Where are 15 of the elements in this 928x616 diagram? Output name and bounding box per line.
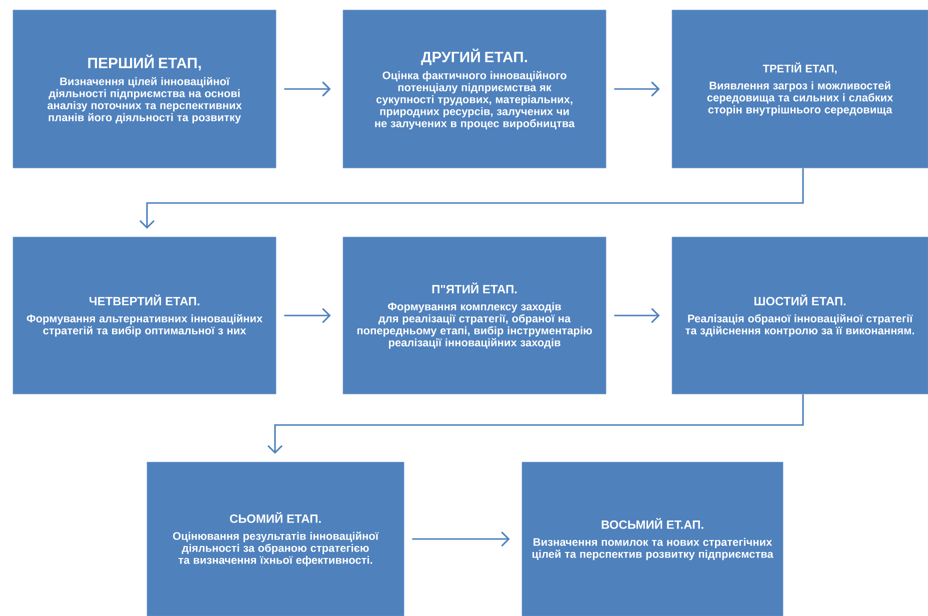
stage-box: ЧЕТВЕРТИЙ ЕТАП. Формування альтернативних інноваційних стратегій та вибір оптимальної з них xyxy=(12,236,276,394)
arrow xyxy=(412,531,510,547)
stage-box: ДРУГИЙ ЕТАП. Оцінка фактичного інноваційного потенціалу підприємства як сукупності трудових, матеріальних, природних ресурсів, залучених чи не залучених в процес виробництва xyxy=(342,10,606,168)
arrow xyxy=(284,81,331,97)
arrow xyxy=(284,308,331,324)
arrow xyxy=(614,308,660,324)
stage-box: СЬОМИЙ ЕТАП. Оцінювання результатів інноваційної діяльності за обраною стратегією та визначення їхньої ефективності. xyxy=(146,462,404,616)
stage-box: ВОСЬМИЙ ЕТ.АП. Визначення помилок та нових стратегічних цілей та перспектив розвитку підприємства xyxy=(522,462,784,616)
arrow xyxy=(139,168,804,229)
stage-box: П"ЯТИЙ ЕТАП. Формування комплексу заходів для реалізації стратегії, обраної на попередньому етапі, вибір інструментарію реалізації інноваційних заходів xyxy=(342,236,606,394)
arrow xyxy=(267,394,804,454)
stage-box: ПЕРШИЙ ЕТАП, Визначення цілей інноваційної діяльності підприємства на основі аналізу поточних та перспективних планів його діяльності та розвитку xyxy=(12,10,276,168)
stage-box: ТРЕТІЙ ЕТАП, Виявлення загроз і можливостей середовища та сильних і слабких сторін внутрішнього середовища xyxy=(672,10,928,168)
arrow xyxy=(614,81,660,97)
stage-box: ШОСТИЙ ЕТАП. Реалізація обраної інноваційної стратегії та здійснення контролю за її виконанням. xyxy=(672,236,928,394)
